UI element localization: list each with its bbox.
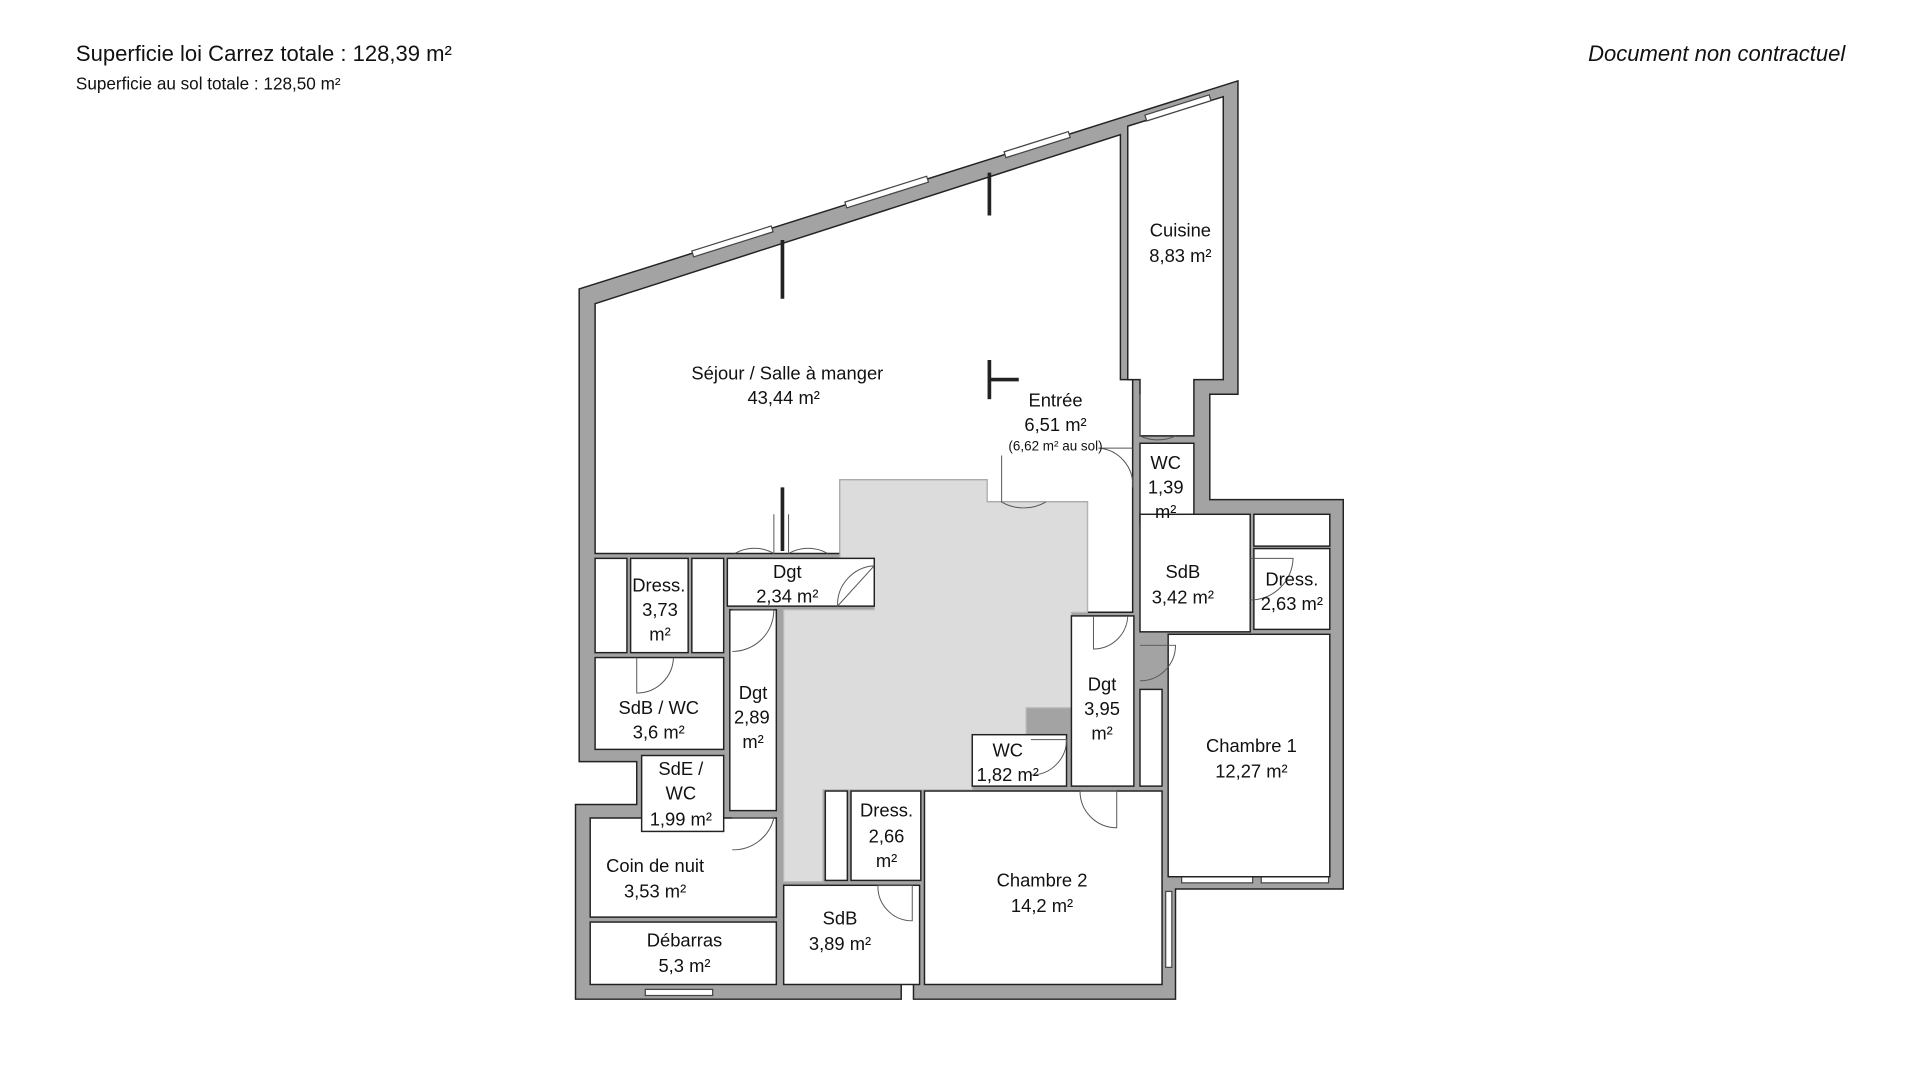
room-wc-1 [1139,442,1195,525]
area-entree: 6,51 m² [1024,414,1086,435]
unit-wc-1: m² [1155,501,1176,522]
area-dress-3: 3,73 [642,599,678,620]
label-chambre-1: Chambre 1 [1206,735,1297,756]
label-wc-1: WC [1150,452,1181,473]
label-dress-3: Dress. [632,574,685,595]
label-dgt-3: Dgt [1088,674,1117,695]
room-dress-2 [850,790,922,882]
label-cuisine: Cuisine [1150,219,1211,240]
room-dress-1 [1253,547,1331,631]
room-dgt-2 [729,609,778,812]
room-sde-wc [640,754,725,833]
room-chambre-1 [1167,633,1331,878]
label-sdb-wc: SdB / WC [618,697,699,718]
area-chambre-2: 14,2 m² [1011,895,1073,916]
area-dgt-2: 2,89 [734,707,770,728]
unit-dgt-2: m² [742,731,763,752]
area-sdb-1: 3,42 m² [1152,587,1214,608]
closet [824,790,849,882]
area-dress-2: 2,66 [869,825,905,846]
label-sdb-1: SdB [1166,561,1201,582]
unit-dress-3: m² [649,623,670,644]
room-chambre-2 [923,790,1163,986]
unit-dress-2: m² [876,850,897,871]
label-dgt-1: Dgt [773,561,802,582]
label-wc-2: WC [992,740,1023,761]
area-debarras: 5,3 m² [658,955,710,976]
closet [1139,688,1163,787]
room-dgt-3 [1070,615,1135,787]
label-dress-1: Dress. [1265,568,1318,589]
disclaimer: Document non contractuel [1588,41,1846,66]
unit-dgt-3: m² [1091,723,1112,744]
area-dgt-3: 3,95 [1084,698,1120,719]
room-dgt-1 [726,557,876,607]
area-cuisine: 8,83 m² [1149,245,1211,266]
room-sdb-wc [594,656,725,751]
label-chambre-2: Chambre 2 [997,870,1088,891]
label-dgt-2: Dgt [739,682,768,703]
label-debarras: Débarras [647,930,723,951]
area-sde-wc: 1,99 m² [650,808,712,829]
room-cuisine [1127,95,1224,437]
area-sdb-wc: 3,6 m² [633,721,685,742]
windows [644,94,1330,997]
label-coin-de-nuit: Coin de nuit [606,855,704,876]
label-sejour: Séjour / Salle à manger [691,363,883,384]
area-chambre-1: 12,27 m² [1215,761,1287,782]
door-swings [636,394,1294,922]
room-debarras [589,921,778,986]
room-sdb-1 [1139,513,1251,633]
note-entree: (6,62 m² au sol) [1008,439,1102,454]
room-sdb-2 [782,884,921,986]
closet [691,557,725,654]
area-sdb-2: 3,89 m² [809,933,871,954]
label-sdb-2: SdB [823,907,858,928]
closet [594,557,628,654]
label-sde-wc: SdE / [658,758,704,779]
room-wc-2 [971,733,1068,787]
label-sde-wc-2: WC [666,783,697,804]
label-dress-2: Dress. [860,800,913,821]
area-wc-1: 1,39 [1148,476,1184,497]
carrez-total: Superficie loi Carrez totale : 128,39 m² [76,41,452,66]
label-entree: Entrée [1028,390,1082,411]
area-wc-2: 1,82 m² [977,764,1039,785]
area-dress-1: 2,63 m² [1261,593,1323,614]
room-dress-3 [629,557,689,654]
area-coin-de-nuit: 3,53 m² [624,881,686,902]
sol-total: Superficie au sol totale : 128,50 m² [76,73,341,93]
area-dgt-1: 2,34 m² [756,585,818,606]
closet [1253,513,1331,547]
area-sejour: 43,44 m² [747,387,819,408]
